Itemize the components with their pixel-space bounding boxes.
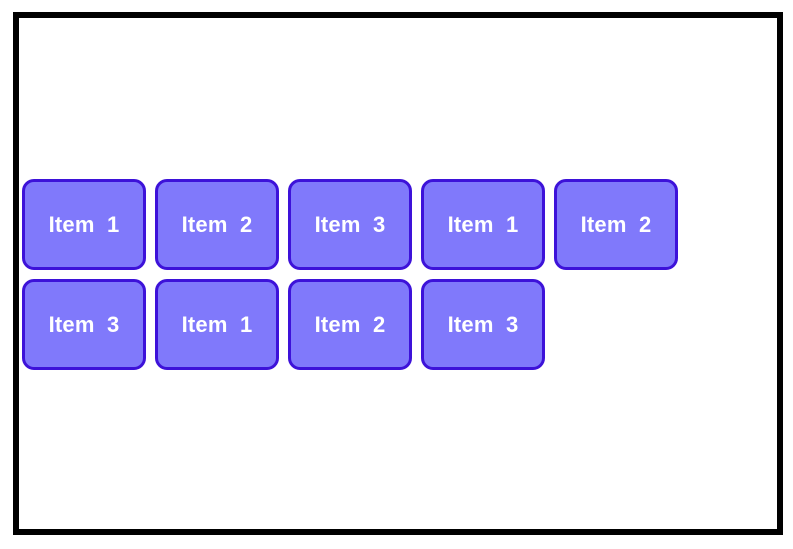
item-label: Item 2 — [580, 211, 652, 237]
item-box[interactable]: Item 1 — [421, 179, 545, 270]
item-box[interactable]: Item 2 — [288, 279, 412, 370]
item-label: Item 1 — [181, 311, 253, 337]
item-box[interactable]: Item 3 — [421, 279, 545, 370]
item-label: Item 1 — [48, 211, 120, 237]
item-box[interactable]: Item 1 — [155, 279, 279, 370]
item-box[interactable]: Item 3 — [22, 279, 146, 370]
item-box[interactable]: Item 2 — [554, 179, 678, 270]
item-box[interactable]: Item 2 — [155, 179, 279, 270]
item-box[interactable]: Item 1 — [22, 179, 146, 270]
item-label: Item 1 — [447, 211, 519, 237]
item-label: Item 2 — [181, 211, 253, 237]
item-box[interactable]: Item 3 — [288, 179, 412, 270]
item-grid: Item 1 Item 2 Item 3 Item 1 Item 2 Item … — [22, 179, 692, 370]
item-label: Item 3 — [48, 311, 120, 337]
container-frame: Item 1 Item 2 Item 3 Item 1 Item 2 Item … — [13, 12, 783, 535]
item-label: Item 3 — [447, 311, 519, 337]
item-label: Item 3 — [314, 211, 386, 237]
item-label: Item 2 — [314, 311, 386, 337]
